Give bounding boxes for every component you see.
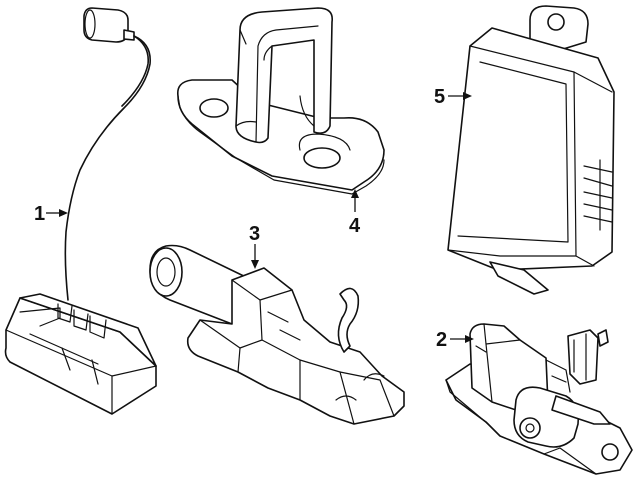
- part-3-actuator: [149, 244, 405, 425]
- callout-2: 2: [436, 329, 474, 351]
- callout-label-3: 3: [249, 223, 260, 245]
- callout-5: 5: [434, 86, 472, 108]
- callout-label-5: 5: [434, 86, 445, 108]
- part-5-control-module: [447, 5, 615, 295]
- part-1-switch: [4, 7, 157, 415]
- callout-label-2: 2: [436, 329, 447, 351]
- part-2-latch: [445, 323, 633, 475]
- callout-label-4: 4: [349, 215, 361, 237]
- callout-3: 3: [249, 223, 260, 269]
- callout-1: 1: [34, 203, 68, 225]
- callout-label-1: 1: [34, 203, 45, 225]
- callout-4: 4: [349, 189, 361, 237]
- part-4-striker: [176, 7, 385, 195]
